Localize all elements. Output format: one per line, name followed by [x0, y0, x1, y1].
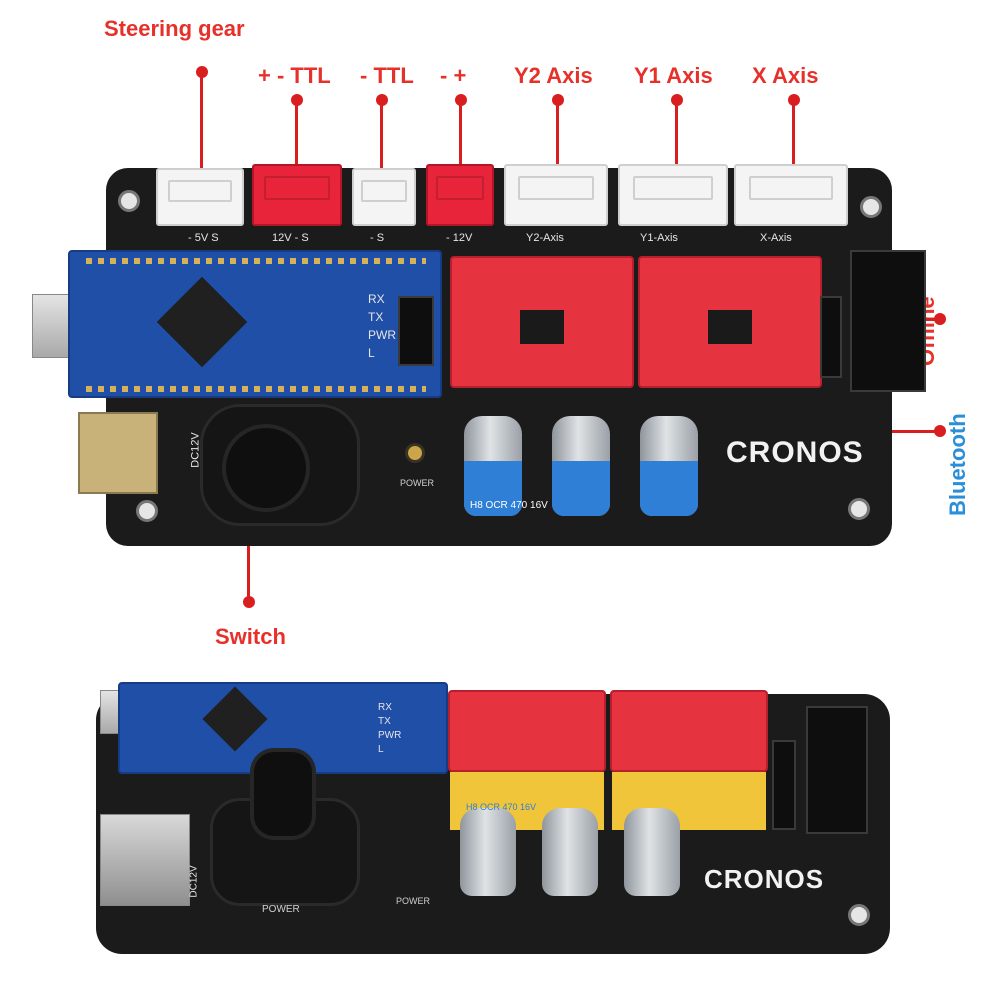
leader-x — [792, 100, 795, 168]
capacitor-label-bottom: H8 OCR 470 16V — [466, 802, 537, 812]
dc-jack-bottom — [100, 814, 190, 906]
power-switch-label-bottom: POWER — [262, 904, 300, 915]
label-switch: Switch — [215, 624, 286, 649]
dc-jack-top — [78, 412, 158, 494]
leader-dot-offline — [934, 313, 946, 325]
leader-y1 — [675, 100, 678, 168]
bluetooth-header[interactable] — [820, 296, 842, 378]
leader-minus-plus — [459, 100, 462, 168]
brand-logo-bottom: CRONOS — [704, 864, 825, 894]
connector-steering — [156, 168, 244, 226]
brand-logo-top: CRONOS — [726, 436, 864, 469]
power-label-bottom: POWER — [396, 896, 431, 906]
capacitor-top-1 — [464, 416, 522, 516]
stepper-driver-bottom-2 — [610, 690, 768, 772]
label-bluetooth: Bluetooth — [945, 413, 970, 516]
silk-5v-s: - 5V S — [188, 232, 219, 244]
mount-hole-tr — [860, 196, 882, 218]
label-ttl-plus-minus: + - TTL — [258, 63, 331, 88]
offline-header[interactable] — [850, 250, 926, 392]
label-ttl-minus: - TTL — [360, 63, 414, 88]
power-led-top — [408, 446, 422, 460]
label-steering-gear: Steering gear — [104, 16, 245, 41]
mount-hole-bl — [136, 500, 158, 522]
capacitor-bottom-3 — [624, 808, 680, 896]
mount-hole-br — [848, 498, 870, 520]
power-label-top: POWER — [400, 478, 435, 488]
capacitor-top-2 — [552, 416, 610, 516]
offline-header-bottom[interactable] — [806, 706, 868, 834]
leader-dot-bluetooth — [934, 425, 946, 437]
nano-label-tx-bottom: TX — [378, 716, 391, 727]
leader-y2 — [556, 100, 559, 168]
leader-ttl-m — [380, 100, 383, 168]
silk-minus-s: - S — [370, 232, 385, 244]
power-switch-knob-bottom[interactable] — [254, 752, 312, 836]
silk-y1-axis: Y1-Axis — [640, 232, 678, 244]
power-switch-knob-top[interactable] — [226, 428, 306, 508]
capacitor-top-3 — [640, 416, 698, 516]
label-x-axis: X Axis — [752, 63, 819, 88]
nano-pins-bottom-row — [86, 386, 426, 392]
label-y1-axis: Y1 Axis — [634, 63, 713, 88]
connector-ttl-pm — [252, 164, 342, 226]
driver-2-ic — [708, 310, 752, 344]
driver-1-ic — [520, 310, 564, 344]
silk-12v: - 12V — [446, 232, 473, 244]
mount-hole-bottom-r — [848, 904, 870, 926]
connector-x — [734, 164, 848, 226]
connector-y2 — [504, 164, 608, 226]
capacitor-bottom-2 — [542, 808, 598, 896]
nano-label-l: L — [368, 346, 375, 360]
nano-label-rx: RX — [368, 292, 385, 306]
leader-ttl-pm — [295, 100, 298, 168]
label-minus-plus: - + — [440, 63, 467, 88]
silk-y2-axis: Y2-Axis — [526, 232, 564, 244]
arduino-nano-top — [68, 250, 442, 398]
nano-label-pwr-bottom: PWR — [378, 730, 402, 741]
nano-label-pwr: PWR — [368, 328, 396, 342]
capacitor-bottom-1 — [460, 808, 516, 896]
label-y2-axis: Y2 Axis — [514, 63, 593, 88]
nano-jumper-header — [398, 296, 434, 366]
nano-label-l-bottom: L — [378, 744, 384, 755]
connector-ttl-m — [352, 168, 416, 226]
silk-12v-s: 12V - S — [272, 232, 309, 244]
connector-minus-plus — [426, 164, 494, 226]
capacitor-label-top: H8 OCR 470 16V — [470, 500, 548, 511]
stepper-driver-bottom-1 — [448, 690, 606, 772]
nano-label-tx: TX — [368, 310, 384, 324]
leader-steering — [200, 72, 203, 168]
dc12v-label-bottom: DC12V — [188, 865, 200, 898]
connector-y1 — [618, 164, 728, 226]
silk-x-axis: X-Axis — [760, 232, 792, 244]
leader-dot-switch — [243, 596, 255, 608]
bluetooth-header-bottom[interactable] — [772, 740, 796, 830]
nano-label-rx-bottom: RX — [378, 702, 392, 713]
mount-hole-tl — [118, 190, 140, 212]
nano-pins-top-row — [86, 258, 426, 264]
